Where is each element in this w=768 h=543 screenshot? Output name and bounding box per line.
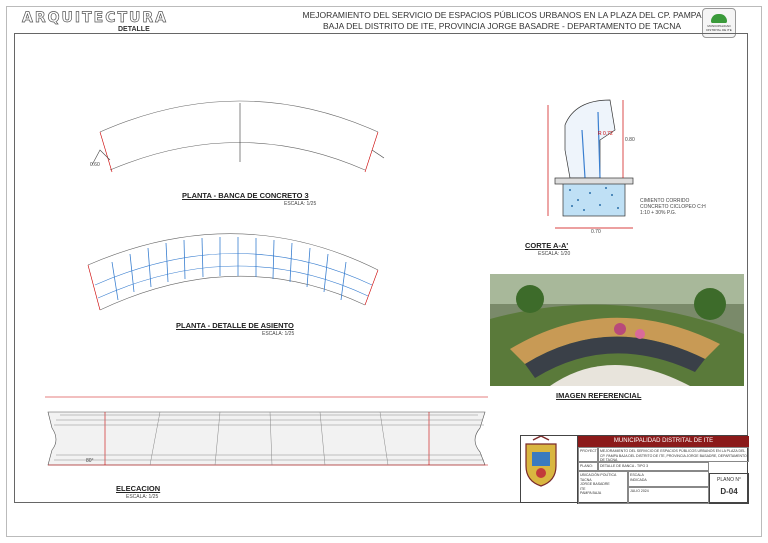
elevation-scale: ESCALA: 1/25 <box>126 494 159 500</box>
district-value: ITE <box>580 486 586 491</box>
left-dim: 0.60 <box>90 162 100 168</box>
section-scale: ESCALA: 1/20 <box>538 251 571 257</box>
drawing-frame <box>14 33 748 503</box>
seat-slats <box>111 237 347 301</box>
plano-label: PLANO: <box>578 462 598 471</box>
project-title: MEJORAMIENTO DEL SERVICIO DE ESPACIOS PÚ… <box>302 10 702 31</box>
location-label: UBICACIÓN POLÍTICA <box>580 473 617 477</box>
sheet-number-block: PLANO N° D-04 <box>709 473 749 504</box>
scale-label: ESCALA <box>630 473 644 477</box>
elevation-slats <box>54 411 484 466</box>
province-value: JORGE BASADRE <box>580 482 610 486</box>
section-fill-dots <box>569 187 619 211</box>
municipal-crest <box>521 436 578 504</box>
sheet-number: D-04 <box>720 487 738 496</box>
scale-block: ESCALA INDICADA <box>628 471 709 487</box>
plano-text: DETALLE DE BANCA - TIPO 3 <box>598 462 709 471</box>
section-title: ARQUITECTURA <box>22 10 169 27</box>
elevation-angle: 80° <box>86 458 94 464</box>
reference-image-title: IMAGEN REFERENCIAL <box>556 391 642 400</box>
plan-bench-scale: ESCALA: 1/25 <box>284 201 317 207</box>
reference-render-image <box>490 274 744 386</box>
location-block: UBICACIÓN POLÍTICA TACNA JORGE BASADRE I… <box>578 471 628 504</box>
logo-text: MUNICIPALIDAD DISTRITAL DE ITE <box>706 24 732 32</box>
leaf-icon <box>711 14 727 23</box>
title-block: MUNICIPALIDAD DISTRITAL DE ITE PROYECTO:… <box>520 435 749 504</box>
municipality-name: MUNICIPALIDAD DISTRITAL DE ITE <box>578 436 749 447</box>
section-height-dim: 0.80 <box>625 137 635 143</box>
project-text: MEJORAMIENTO DEL SERVICIO DE ESPACIOS PÚ… <box>598 447 749 462</box>
foundation-note: CIMIENTO CORRIDO CONCRETO CICLOPEO C:H 1… <box>640 198 706 216</box>
section-width-dim: 0.70 <box>591 229 601 235</box>
plan-bench-title: PLANTA - BANCA DE CONCRETO 3 <box>182 191 309 200</box>
section-title: CORTE A-A' <box>525 241 569 250</box>
project-label: PROYECTO: <box>578 447 598 462</box>
radius-dim: R 0.72 <box>598 131 613 137</box>
section-subtitle: DETALLE <box>118 26 150 33</box>
date-cell: JULIO 2024 <box>628 487 709 504</box>
plan-seat-scale: ESCALA: 1/25 <box>262 331 295 337</box>
scale-value: INDICADA <box>630 477 647 482</box>
sector-value: PAMPA BAJA <box>580 491 602 495</box>
sheet-label: PLANO N° <box>717 477 741 483</box>
plan-seat-title: PLANTA - DETALLE DE ASIENTO <box>176 321 294 330</box>
region-value: TACNA <box>580 477 592 482</box>
plan-bench-drawing <box>91 100 385 173</box>
elevation-title: ELECACION <box>116 484 161 493</box>
section-drawing <box>547 99 634 229</box>
